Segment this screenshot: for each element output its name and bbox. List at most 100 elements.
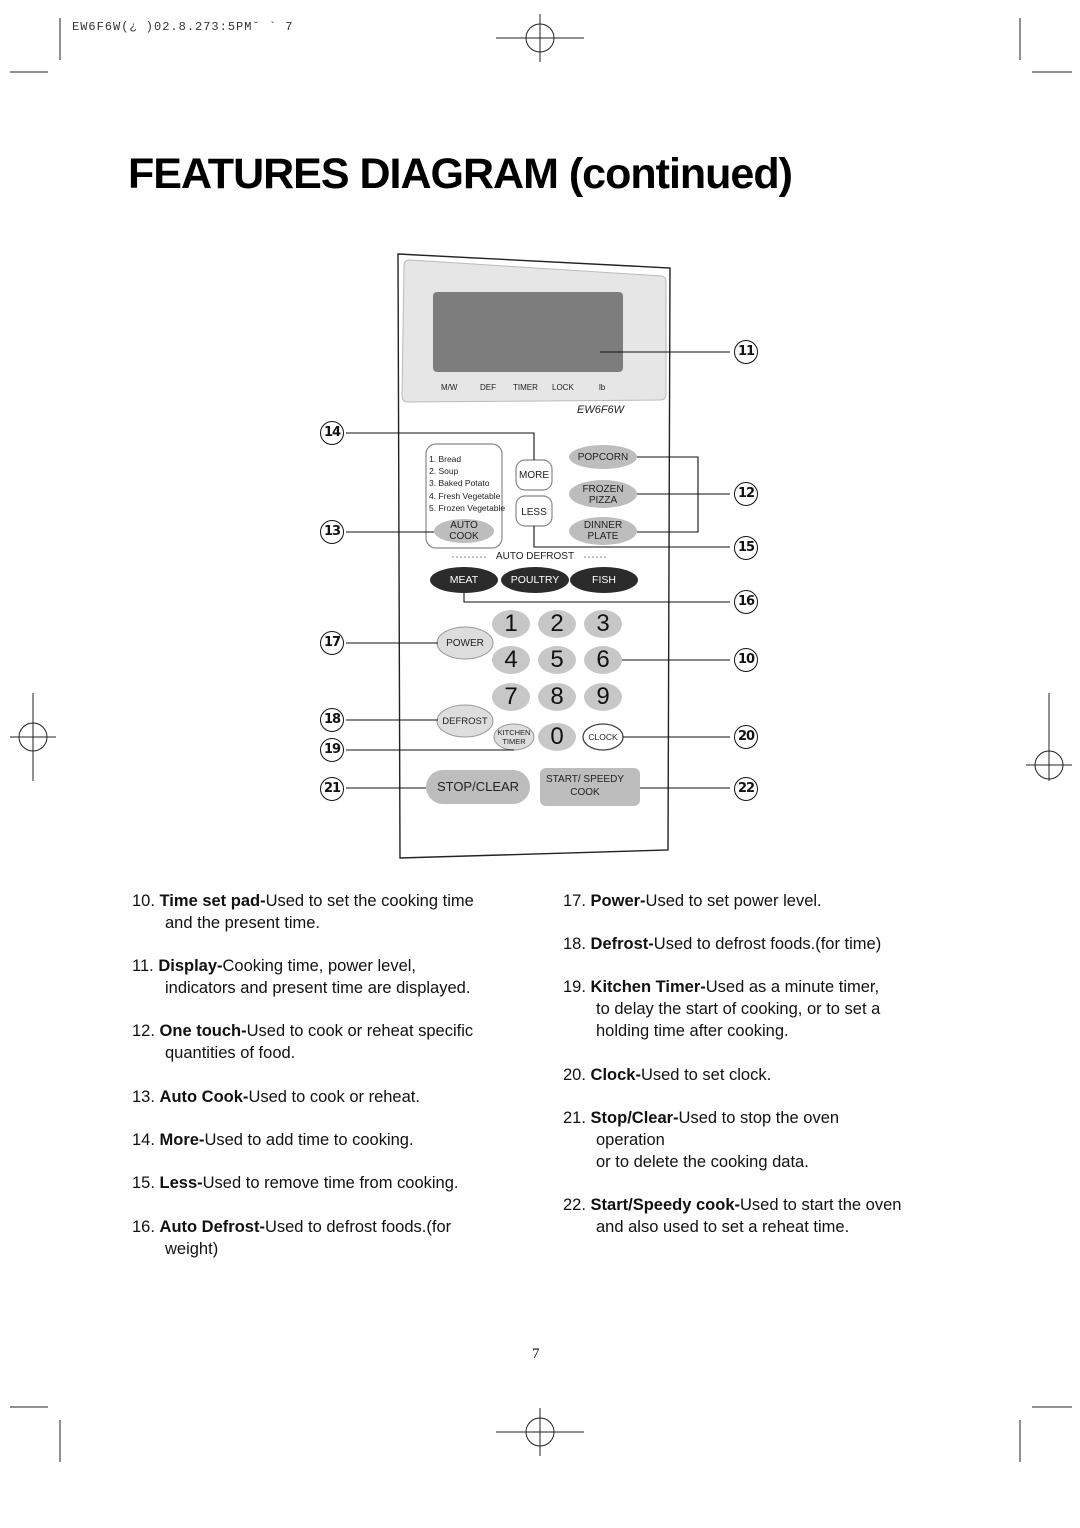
callout-13: 13: [320, 520, 344, 544]
item-term: Stop/Clear-: [590, 1109, 679, 1127]
defrost-button[interactable]: DEFROST: [442, 716, 488, 727]
less-button[interactable]: LESS: [521, 507, 547, 518]
item-continuation: and also used to set a reheat time.: [596, 1218, 850, 1236]
description-item-22: 22. Start/Speedy cook-Used to start the …: [563, 1194, 963, 1238]
callout-10: 10: [734, 648, 758, 672]
callout-15: 15: [734, 536, 758, 560]
power-button[interactable]: POWER: [446, 638, 484, 649]
item-continuation: holding time after cooking.: [596, 1022, 789, 1040]
item-continuation: or to delete the cooking data.: [596, 1153, 809, 1171]
item-term: Less-: [159, 1174, 203, 1192]
callout-12: 12: [734, 482, 758, 506]
item-number: 22.: [563, 1196, 586, 1214]
description-item-17: 17. Power-Used to set power level.: [563, 890, 963, 912]
digit-8-button[interactable]: 8: [550, 683, 564, 710]
auto-cook-button[interactable]: AUTO COOK: [449, 520, 479, 542]
indicator-lb: lb: [599, 383, 606, 392]
callout-18: 18: [320, 708, 344, 732]
list-item: 5. Frozen Vegetable: [429, 502, 506, 513]
item-continuation: to delay the start of cooking, or to set…: [596, 1000, 881, 1018]
item-number: 10.: [132, 892, 155, 910]
item-text: Used to stop the oven: [678, 1109, 840, 1127]
digit-5-button[interactable]: 5: [550, 646, 564, 673]
description-item-18: 18. Defrost-Used to defrost foods.(for t…: [563, 933, 963, 955]
item-continuation: quantities of food.: [165, 1044, 296, 1062]
description-item-15: 15. Less-Used to remove time from cookin…: [132, 1172, 532, 1194]
item-term: More-: [159, 1131, 205, 1149]
item-number: 19.: [563, 978, 586, 996]
item-text: Used to set power level.: [645, 892, 822, 910]
item-text: Cooking time, power level,: [222, 957, 417, 975]
description-item-14: 14. More-Used to add time to cooking.: [132, 1129, 532, 1151]
item-number: 15.: [132, 1174, 155, 1192]
digit-6-button[interactable]: 6: [596, 646, 610, 673]
item-text: Used to cook or reheat specific: [246, 1022, 474, 1040]
frozen-pizza-button[interactable]: FROZEN PIZZA: [582, 484, 624, 506]
item-term: Display-: [158, 957, 223, 975]
digit-9-button[interactable]: 9: [596, 683, 610, 710]
list-item: 2. Soup: [429, 466, 459, 477]
item-term: Auto Cook-: [159, 1088, 249, 1106]
description-item-13: 13. Auto Cook-Used to cook or reheat.: [132, 1086, 532, 1108]
list-item: 3. Baked Potato: [429, 478, 490, 489]
indicator-def: DEF: [480, 383, 496, 392]
item-number: 16.: [132, 1218, 155, 1236]
item-text: Used to remove time from cooking.: [202, 1174, 459, 1192]
digit-4-button[interactable]: 4: [504, 646, 518, 673]
item-continuation: weight): [165, 1240, 219, 1258]
item-term: Kitchen Timer-: [590, 978, 706, 996]
item-number: 13.: [132, 1088, 155, 1106]
item-term: Defrost-: [590, 935, 654, 953]
item-term: Time set pad-: [159, 892, 266, 910]
start-speedy-cook-button[interactable]: START/ SPEEDY COOK: [546, 774, 624, 798]
item-text: Used to add time to cooking.: [204, 1131, 414, 1149]
item-text: Used to defrost foods.(for: [264, 1218, 452, 1236]
item-text: Used to set clock.: [640, 1066, 772, 1084]
popcorn-button[interactable]: POPCORN: [577, 452, 629, 463]
list-item: 4. Fresh Vegetable: [429, 490, 501, 501]
kitchen-timer-button[interactable]: KITCHEN TIMER: [497, 728, 531, 746]
item-text: Used to start the oven: [740, 1196, 902, 1214]
model-label: EW6F6W: [577, 404, 625, 416]
callout-16: 16: [734, 590, 758, 614]
page-title: FEATURES DIAGRAM (continued): [128, 150, 793, 198]
callout-14: 14: [320, 421, 344, 445]
lcd-display: [433, 292, 623, 372]
description-item-16: 16. Auto Defrost-Used to defrost foods.(…: [132, 1216, 532, 1260]
item-text: Used to cook or reheat.: [248, 1088, 420, 1106]
poultry-button[interactable]: POULTRY: [510, 574, 560, 586]
item-text: Used to set the cooking time: [265, 892, 474, 910]
fish-button[interactable]: FISH: [592, 574, 616, 586]
item-continuation: indicators and present time are displaye…: [165, 979, 471, 997]
digit-0-button[interactable]: 0: [550, 723, 564, 750]
digit-7-button[interactable]: 7: [504, 683, 518, 710]
description-item-21: 21. Stop/Clear-Used to stop the oven ope…: [563, 1107, 963, 1173]
digit-2-button[interactable]: 2: [550, 610, 564, 637]
item-term: Power-: [590, 892, 646, 910]
description-item-12: 12. One touch-Used to cook or reheat spe…: [132, 1020, 532, 1064]
clock-button[interactable]: CLOCK: [588, 732, 618, 742]
item-term: Auto Defrost-: [159, 1218, 265, 1236]
callout-17: 17: [320, 631, 344, 655]
item-number: 18.: [563, 935, 586, 953]
description-item-19: 19. Kitchen Timer-Used as a minute timer…: [563, 976, 963, 1042]
dinner-plate-button[interactable]: DINNER PLATE: [583, 520, 623, 542]
indicator-mw: M/W: [441, 383, 458, 392]
description-item-11: 11. Display-Cooking time, power level, i…: [132, 955, 532, 999]
indicator-timer: TIMER: [513, 383, 538, 392]
callout-19: 19: [320, 738, 344, 762]
digit-3-button[interactable]: 3: [596, 610, 610, 637]
item-number: 12.: [132, 1022, 155, 1040]
meat-button[interactable]: MEAT: [449, 574, 479, 586]
auto-defrost-label: AUTO DEFROST: [495, 551, 575, 562]
item-continuation: and the present time.: [165, 914, 321, 932]
item-number: 11.: [132, 957, 154, 975]
digit-1-button[interactable]: 1: [504, 610, 518, 637]
print-slug: EW6F6W(¿ )02.8.273:5PM˘ ` 7: [72, 20, 294, 34]
control-panel: [346, 253, 730, 859]
more-button[interactable]: MORE: [519, 470, 549, 481]
item-number: 20.: [563, 1066, 586, 1084]
stop-clear-button[interactable]: STOP/CLEAR: [436, 779, 520, 794]
item-number: 21.: [563, 1109, 586, 1127]
